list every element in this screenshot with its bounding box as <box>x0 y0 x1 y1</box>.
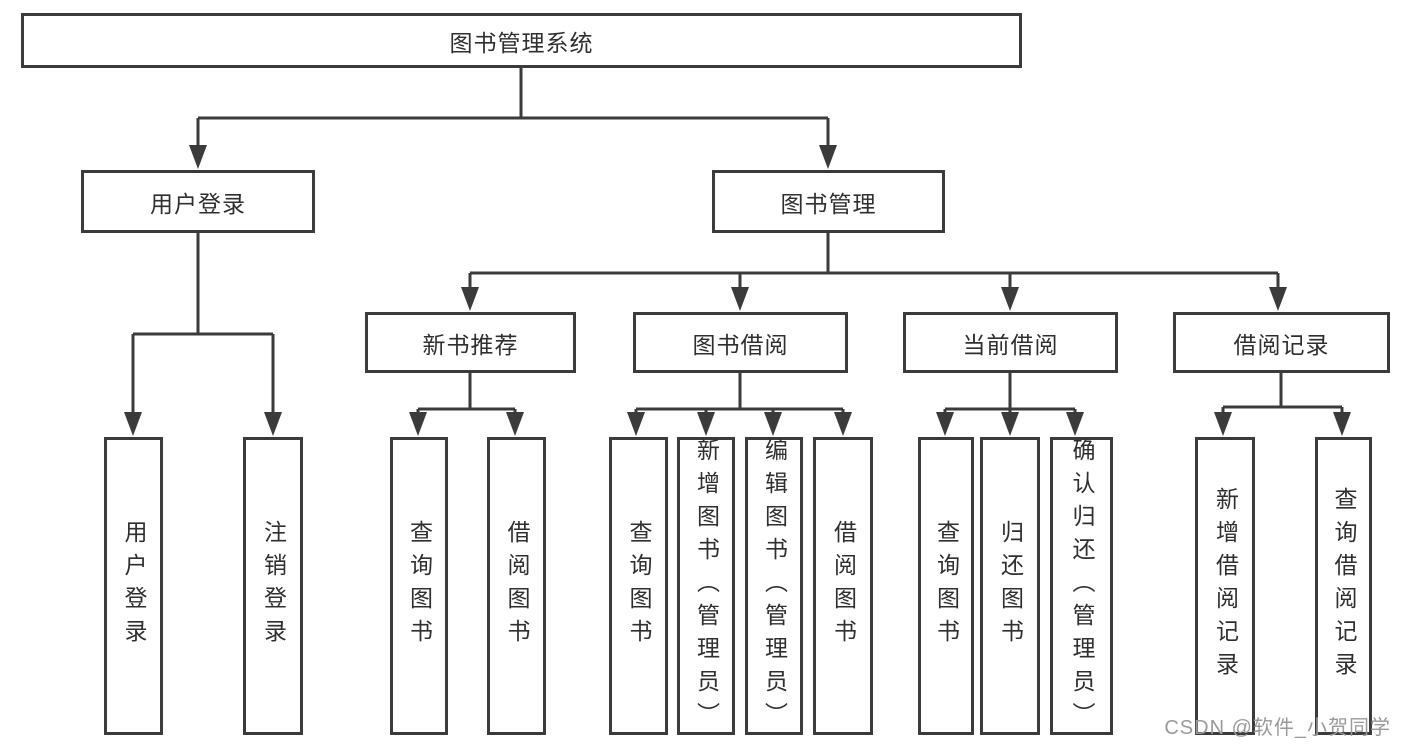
leaf-query-book-1-label: 查询图书 <box>406 520 433 652</box>
leaf-query-book-2-label: 查询图书 <box>626 520 652 652</box>
node-root-label: 图书管理系统 <box>449 29 594 56</box>
node-book-management: 图书管理 <box>712 170 945 233</box>
node-current-borrow-label: 当前借阅 <box>962 331 1059 358</box>
leaf-add-borrow-record: 新增借阅记录 <box>1195 437 1255 735</box>
leaf-return-book-label: 归还图书 <box>997 520 1024 652</box>
leaf-user-login: 用户登录 <box>104 437 163 735</box>
leaf-return-book: 归还图书 <box>980 437 1040 735</box>
leaf-borrow-book-1: 借阅图书 <box>487 437 546 735</box>
leaf-borrow-book-2-label: 借阅图书 <box>830 520 857 652</box>
node-current-borrow: 当前借阅 <box>903 312 1118 373</box>
leaf-confirm-return-admin-label: 确认归还（管理员） <box>1069 437 1095 735</box>
leaf-query-book-3: 查询图书 <box>918 437 974 735</box>
csdn-watermark: CSDN @软件_小贺同学 <box>1164 717 1391 739</box>
leaf-query-book-1: 查询图书 <box>390 437 448 735</box>
arrowheads <box>124 145 1351 436</box>
leaf-user-login-label: 用户登录 <box>121 520 147 652</box>
node-user-login-label: 用户登录 <box>150 190 246 217</box>
node-new-book-recommend: 新书推荐 <box>365 312 576 373</box>
leaf-edit-book-admin-label: 编辑图书（管理员） <box>761 437 788 735</box>
node-root: 图书管理系统 <box>21 13 1022 68</box>
node-borrow-records: 借阅记录 <box>1173 312 1390 373</box>
leaf-add-book-admin-label: 新增图书（管理员） <box>693 437 720 735</box>
leaf-borrow-book-2: 借阅图书 <box>813 437 873 735</box>
leaf-query-borrow-record-label: 查询借阅记录 <box>1331 487 1357 685</box>
leaf-query-book-2: 查询图书 <box>609 437 668 735</box>
leaf-confirm-return-admin: 确认归还（管理员） <box>1050 437 1113 735</box>
node-user-login: 用户登录 <box>81 170 315 233</box>
leaf-query-book-3-label: 查询图书 <box>933 520 960 652</box>
leaf-logout: 注销登录 <box>243 437 303 735</box>
leaf-add-book-admin: 新增图书（管理员） <box>677 437 735 735</box>
leaf-query-borrow-record: 查询借阅记录 <box>1315 437 1372 735</box>
leaf-logout-label: 注销登录 <box>260 520 287 652</box>
node-borrow-records-label: 借阅记录 <box>1233 331 1330 358</box>
leaf-add-borrow-record-label: 新增借阅记录 <box>1212 487 1239 685</box>
node-new-book-recommend-label: 新书推荐 <box>422 331 519 358</box>
node-book-borrow: 图书借阅 <box>633 312 848 373</box>
node-book-management-label: 图书管理 <box>780 190 877 217</box>
node-book-borrow-label: 图书借阅 <box>692 331 789 358</box>
leaf-edit-book-admin: 编辑图书（管理员） <box>745 437 803 735</box>
leaf-borrow-book-1-label: 借阅图书 <box>504 520 530 652</box>
